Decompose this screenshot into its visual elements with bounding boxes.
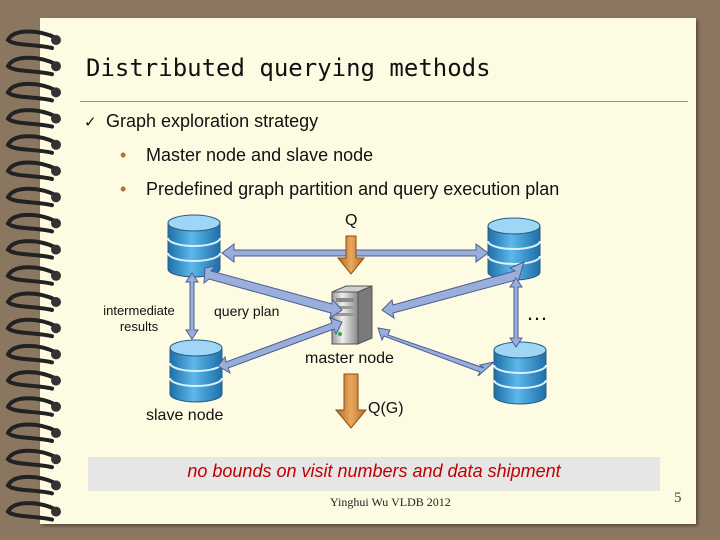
binding-hole (51, 270, 61, 281)
binding-ring (5, 81, 58, 103)
binding-ring (5, 474, 58, 496)
query-plan-label: query plan (214, 303, 280, 319)
database-icon-bottom-right (493, 341, 547, 405)
binding-hole (51, 35, 61, 45)
binding-hole (51, 401, 61, 412)
binding-hole (51, 192, 61, 203)
master-node-label: master node (305, 350, 394, 367)
binding-ring (5, 501, 58, 522)
binding-hole (51, 166, 61, 176)
binding-hole (51, 480, 61, 491)
binding-ring (5, 239, 58, 260)
bullet-dot-icon: • (120, 145, 127, 165)
binding-ring (5, 186, 58, 208)
server-icon (331, 285, 373, 345)
binding-hole (51, 61, 61, 72)
binding-ring (5, 29, 58, 50)
binding-ring (5, 317, 58, 339)
binding-ring (5, 212, 58, 234)
binding-ring (5, 396, 58, 417)
intermediate-results-label: intermediate results (96, 303, 182, 335)
binding-ring (5, 291, 58, 312)
binding-ring (5, 134, 58, 155)
down-arrow-icon-qg (334, 373, 368, 429)
binding-hole (51, 218, 61, 229)
double-arrow-icon (185, 243, 525, 377)
binding-ring (5, 55, 58, 77)
binding-hole (51, 323, 61, 334)
qg-label: Q(G) (368, 400, 404, 417)
binding-hole (51, 87, 61, 98)
binding-hole (51, 113, 61, 124)
bullet-dot-icon: • (120, 179, 127, 199)
down-arrow-icon-q (336, 235, 366, 275)
database-icon-top-left (167, 214, 221, 278)
binding-ring (5, 370, 58, 391)
binding-ring (5, 265, 58, 286)
title-divider (80, 101, 688, 102)
binding-hole (51, 454, 61, 465)
bullet-graph-exploration: ✓ Graph exploration strategy (84, 111, 318, 132)
sub-bullet-text: Predefined graph partition and query exe… (146, 179, 560, 199)
q-label: Q (345, 212, 358, 229)
intermediate-line1: intermediate (103, 303, 175, 318)
footer-citation: Yinghui Wu VLDB 2012 (330, 495, 451, 509)
sub-bullet-text: Master node and slave node (146, 145, 374, 165)
sub-bullet-master-slave: • Master node and slave node (120, 145, 373, 166)
binding-ring (5, 422, 58, 443)
binding-ring (5, 160, 58, 181)
binding-ring (5, 343, 58, 365)
database-icon-top-right (487, 217, 541, 281)
ellipsis-label: … (526, 300, 548, 325)
binding-ring (5, 108, 58, 129)
spiral-binding (5, 29, 61, 522)
slave-node-label: slave node (146, 407, 224, 424)
binding-hole (51, 375, 61, 386)
intermediate-line2: results (119, 319, 159, 334)
binding-hole (51, 139, 61, 150)
binding-hole (51, 428, 61, 438)
binding-hole (51, 244, 61, 255)
database-icon-bottom-left (169, 339, 223, 403)
banner-text: no bounds on visit numbers and data ship… (187, 461, 561, 481)
binding-ring (5, 448, 58, 470)
bullet-text: Graph exploration strategy (106, 111, 319, 131)
highlight-banner: no bounds on visit numbers and data ship… (88, 457, 660, 491)
binding-hole (51, 506, 61, 517)
page-number: 5 (674, 490, 682, 506)
slide-page (40, 18, 696, 524)
binding-hole (51, 297, 61, 307)
check-icon: ✓ (84, 114, 97, 131)
binding-hole (51, 349, 61, 360)
slide-title: Distributed querying methods (86, 54, 491, 82)
sub-bullet-partition: • Predefined graph partition and query ex… (120, 179, 559, 200)
